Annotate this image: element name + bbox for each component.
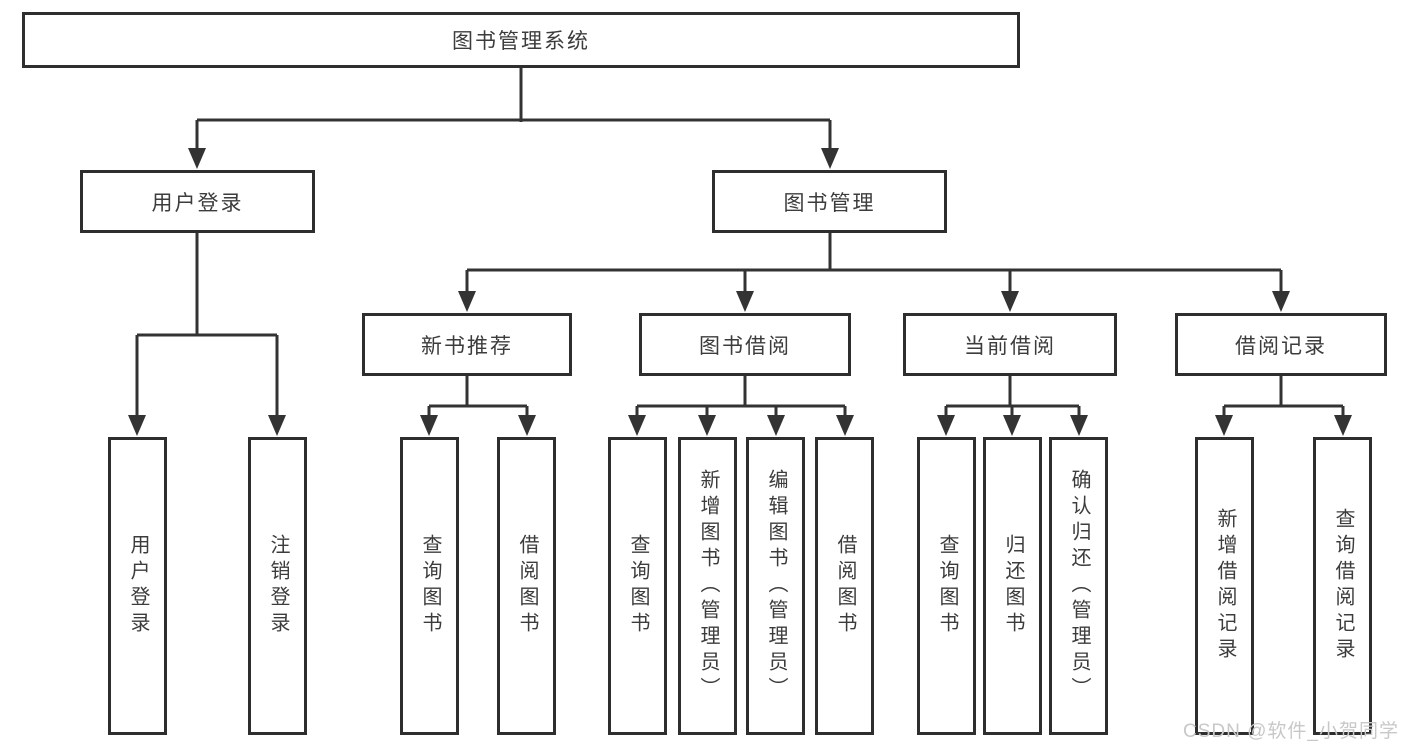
leaf-label: 查询图书 (627, 534, 649, 638)
arrowhead (698, 415, 716, 436)
leaf-label: 编辑图书（管理员） (765, 469, 787, 703)
connector-line (465, 233, 1283, 293)
leaf-label: 查询借阅记录 (1332, 508, 1354, 664)
leaf-label: 确认归还（管理员） (1068, 469, 1090, 703)
leaf-label: 借阅图书 (516, 534, 538, 638)
connector-line (635, 376, 847, 418)
leaf-borrowing-edit-books-admin: 编辑图书（管理员） (746, 437, 805, 735)
arrowhead (518, 415, 536, 436)
arrowhead (1003, 415, 1021, 436)
leaf-label: 借阅图书 (834, 534, 856, 638)
connector-line (427, 376, 529, 418)
connector-line (1222, 376, 1345, 418)
leaf-label: 查询图书 (936, 534, 958, 638)
leaf-label: 注销登录 (267, 534, 289, 638)
connector-line (944, 376, 1081, 418)
arrowhead (1001, 291, 1019, 312)
node-book-management: 图书管理 (712, 170, 947, 233)
leaf-borrowing-borrow-books: 借阅图书 (815, 437, 874, 735)
leaf-label: 新增借阅记录 (1214, 508, 1236, 664)
leaf-label: 查询图书 (419, 534, 441, 638)
arrowhead (628, 415, 646, 436)
connector-current-to-leaves (937, 376, 1088, 436)
connector-mgmt-to-level3 (458, 233, 1290, 312)
leaf-records-add-borrow-record: 新增借阅记录 (1195, 437, 1254, 735)
leaf-current-confirm-return-admin: 确认归还（管理员） (1049, 437, 1108, 735)
arrowhead (1070, 415, 1088, 436)
node-current-borrowing: 当前借阅 (903, 313, 1117, 376)
arrowhead (767, 415, 785, 436)
csdn-watermark: CSDN @软件_小贺同学 (1183, 721, 1399, 742)
arrowhead (268, 415, 286, 436)
leaf-current-query-books: 查询图书 (917, 437, 976, 735)
arrowhead (937, 415, 955, 436)
node-user-login: 用户登录 (80, 170, 315, 233)
arrowhead (821, 148, 839, 169)
arrowhead (1215, 415, 1233, 436)
leaf-label: 归还图书 (1002, 534, 1024, 638)
connector-login-to-leaves (128, 233, 286, 436)
leaf-borrowing-add-books-admin: 新增图书（管理员） (678, 437, 737, 735)
leaf-logout: 注销登录 (248, 437, 307, 735)
arrowhead (458, 291, 476, 312)
leaf-label: 用户登录 (127, 534, 149, 638)
connector-line (195, 68, 832, 150)
leaf-label: 新增图书（管理员） (697, 469, 719, 703)
connector-line (135, 233, 279, 418)
node-new-book-recommendation: 新书推荐 (362, 313, 572, 376)
connector-borrowing-to-leaves (628, 376, 854, 436)
connector-records-to-leaves (1215, 376, 1352, 436)
leaf-borrowing-query-books: 查询图书 (608, 437, 667, 735)
leaf-user-login: 用户登录 (108, 437, 167, 735)
arrowhead (128, 415, 146, 436)
arrowhead (1272, 291, 1290, 312)
node-root-system: 图书管理系统 (22, 12, 1020, 68)
arrowhead (836, 415, 854, 436)
leaf-newbook-query-books: 查询图书 (400, 437, 459, 735)
leaf-newbook-borrow-books: 借阅图书 (497, 437, 556, 735)
node-borrowing-records: 借阅记录 (1175, 313, 1387, 376)
connector-root-to-level2 (188, 68, 839, 169)
leaf-current-return-books: 归还图书 (983, 437, 1042, 735)
node-book-borrowing: 图书借阅 (639, 313, 851, 376)
arrowhead (188, 148, 206, 169)
arrowhead (1334, 415, 1352, 436)
arrowhead (420, 415, 438, 436)
connector-newbook-to-leaves (420, 376, 536, 436)
leaf-records-query-borrow-record: 查询借阅记录 (1313, 437, 1372, 735)
arrowhead (736, 291, 754, 312)
